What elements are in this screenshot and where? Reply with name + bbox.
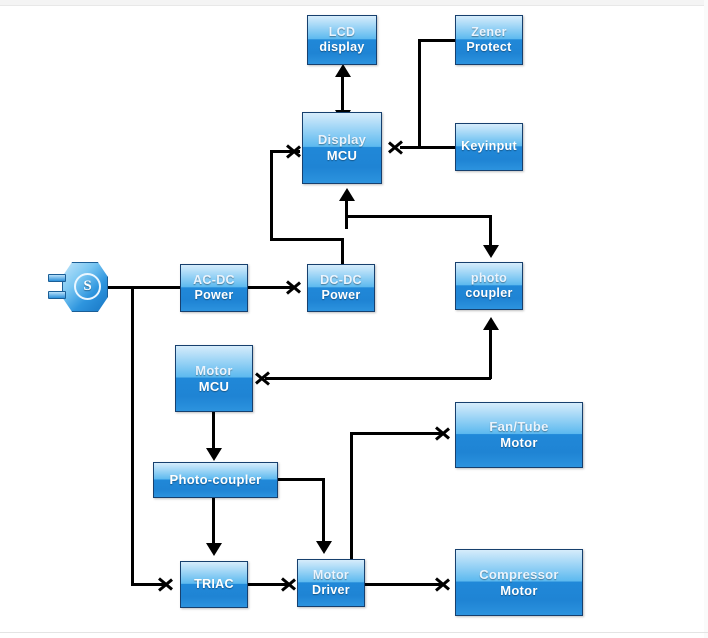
connector-photocoupler-displaymcu-v2 <box>345 199 348 217</box>
block-photo-coupler-upper-line2: coupler <box>465 286 513 300</box>
connector-displaymcu-photocoupler-v <box>489 215 492 247</box>
block-zener-protect-line1: Zener <box>471 24 507 39</box>
block-motor-driver-line1: Motor <box>312 567 350 582</box>
connector-photocoupler-motordriver-h <box>278 478 325 481</box>
plug-symbol: S <box>74 273 101 300</box>
arrowhead-right-to-compressormotor <box>435 575 452 593</box>
block-triac[interactable]: TRIAC <box>180 561 248 608</box>
connector-displaymcu-lcd <box>341 74 344 114</box>
arrowhead-left-to-displaymcu-key <box>386 138 403 156</box>
block-photo-coupler-upper[interactable]: photo coupler <box>455 262 523 310</box>
arrowhead-right-to-triac <box>158 575 175 593</box>
block-dc-dc-power-line1: DC-DC <box>320 272 362 287</box>
block-display-mcu-line1: Display <box>317 132 367 148</box>
block-compressor-motor-line1: Compressor <box>479 566 559 582</box>
arrowhead-down-to-triac <box>206 543 222 556</box>
arrowhead-down-to-photocoupler-lo <box>206 448 222 461</box>
block-motor-driver-line2: Driver <box>312 583 350 597</box>
block-keyinput-line1: Keyinput <box>461 139 517 154</box>
connector-triac-motordriver <box>248 583 290 586</box>
arrowhead-right-to-fanmotor <box>435 424 452 442</box>
block-ac-dc-power-line1: AC-DC <box>193 272 235 287</box>
connector-photocoupler-triac <box>212 498 215 545</box>
connector-acdc-dcdc <box>248 286 296 289</box>
block-ac-dc-power[interactable]: AC-DC Power <box>180 264 248 312</box>
block-motor-mcu[interactable]: Motor MCU <box>175 345 253 412</box>
connector-photocoupler-displaymcu-v <box>345 215 348 229</box>
block-motor-mcu-line1: Motor <box>195 362 233 378</box>
arrowhead-down-to-motordriver <box>316 541 332 554</box>
connector-motormcu-photocoupler <box>212 412 215 450</box>
connector-motordriver-compressor <box>365 583 443 586</box>
block-photo-coupler-lower-line1: Photo-coupler <box>169 472 262 488</box>
bottom-edge-line <box>0 632 708 633</box>
block-photo-coupler-upper-line1: photo <box>470 270 508 285</box>
connector-zener-horizontal <box>418 39 458 42</box>
block-motor-driver[interactable]: Motor Driver <box>297 559 365 607</box>
connector-power-triac-h <box>131 583 168 586</box>
arrowhead-right-to-motordriver <box>281 575 298 593</box>
block-compressor-motor[interactable]: Compressor Motor <box>455 549 583 616</box>
connector-photocoupler-motormcu-v <box>489 330 492 379</box>
block-fan-tube-motor-line2: Motor <box>500 435 538 450</box>
connector-power-acdc <box>104 286 182 289</box>
block-zener-protect[interactable]: Zener Protect <box>455 15 523 65</box>
block-compressor-motor-line2: Motor <box>500 582 538 598</box>
block-fan-tube-motor[interactable]: Fan/Tube Motor <box>455 402 583 468</box>
block-dc-dc-power[interactable]: DC-DC Power <box>307 264 375 312</box>
arrowhead-up-to-photocoupler <box>483 317 499 330</box>
arrowhead-left-to-motormcu <box>253 369 270 387</box>
connector-keyinput-displaymcu <box>400 146 457 149</box>
connector-displaymcu-photocoupler-h <box>345 215 492 218</box>
connector-photocoupler-motormcu-h <box>265 377 491 380</box>
block-lcd-display-line2: display <box>319 40 365 54</box>
connector-zener-vertical <box>418 39 421 149</box>
block-dc-dc-power-line2: Power <box>321 288 361 302</box>
block-zener-protect-line2: Protect <box>466 40 512 54</box>
power-plug-icon: S <box>48 262 108 312</box>
connector-motordriver-fan-h <box>350 432 442 435</box>
block-keyinput[interactable]: Keyinput <box>455 123 523 171</box>
block-photo-coupler-lower[interactable]: Photo-coupler <box>153 462 278 498</box>
top-edge-strip <box>0 0 708 6</box>
block-display-mcu-line2: MCU <box>326 148 358 163</box>
block-lcd-display-line1: LCD <box>328 24 356 39</box>
arrowhead-right-to-displaymcu-dcdc <box>286 142 303 160</box>
arrowhead-up-to-lcd <box>335 64 351 77</box>
block-display-mcu[interactable]: Display MCU <box>302 112 382 184</box>
connector-power-triac-v <box>131 286 134 584</box>
connector-dcdc-up2 <box>270 150 273 241</box>
connector-dcdc-into-mcu <box>270 150 300 153</box>
arrowhead-right-to-dcdc <box>286 278 303 296</box>
block-lcd-display[interactable]: LCD display <box>307 15 377 65</box>
connector-photocoupler-motordriver-v <box>322 478 325 543</box>
block-triac-line1: TRIAC <box>194 576 234 591</box>
connector-dcdc-left <box>270 238 344 241</box>
connector-dcdc-up <box>341 238 344 264</box>
right-edge-strip <box>704 0 708 638</box>
block-fan-tube-motor-line1: Fan/Tube <box>489 419 549 435</box>
plug-prong-top <box>48 274 66 282</box>
arrowhead-up-to-displaymcu <box>339 188 355 201</box>
block-ac-dc-power-line2: Power <box>194 288 234 302</box>
arrowhead-down-to-photocoupler <box>483 245 499 258</box>
block-motor-mcu-line2: MCU <box>198 378 230 394</box>
connector-motordriver-fan-v <box>350 432 353 560</box>
plug-prong-bottom <box>48 291 66 299</box>
